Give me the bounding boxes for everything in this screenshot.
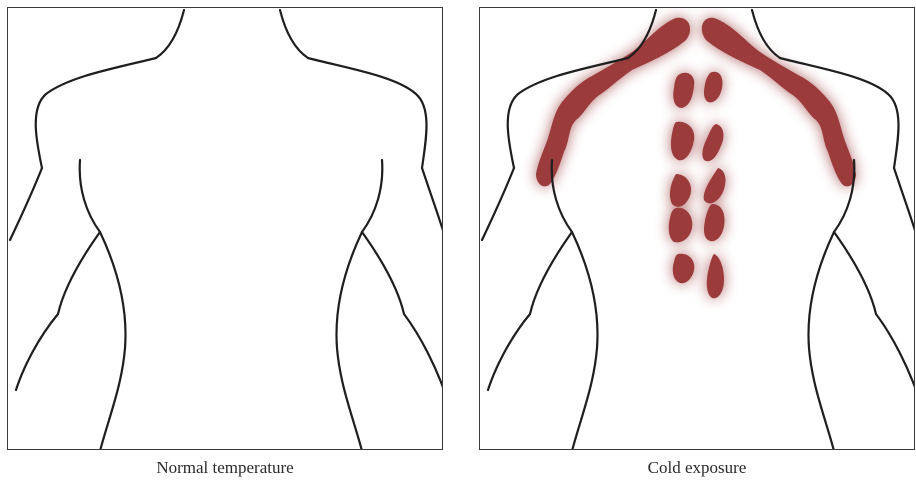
body-figure-cold xyxy=(480,8,915,450)
caption-normal-temperature: Normal temperature xyxy=(7,458,443,478)
brown-fat-spine-9 xyxy=(673,254,695,284)
brown-fat-spine-8 xyxy=(704,204,725,241)
brown-fat-deposits xyxy=(536,18,856,298)
brown-fat-glow xyxy=(536,18,856,298)
brown-fat-spine-3 xyxy=(671,122,694,161)
brown-fat-spine-4 xyxy=(702,124,723,161)
body-outline xyxy=(10,10,443,450)
brown-fat-spine-1 xyxy=(673,73,694,108)
brown-fat-left-band xyxy=(536,18,690,187)
brown-fat-right-band xyxy=(702,18,856,187)
brown-fat-spine-7 xyxy=(669,208,693,243)
panel-cold-exposure xyxy=(479,7,915,450)
body-figure-normal xyxy=(8,8,443,450)
brown-fat-spine-2 xyxy=(704,72,723,103)
brown-fat-spine-6 xyxy=(704,168,726,203)
panel-normal-temperature xyxy=(7,7,443,450)
body-outline xyxy=(482,10,915,450)
brown-fat-spine-5 xyxy=(670,174,691,207)
brown-fat-spine-10 xyxy=(707,254,724,298)
caption-cold-exposure: Cold exposure xyxy=(479,458,915,478)
